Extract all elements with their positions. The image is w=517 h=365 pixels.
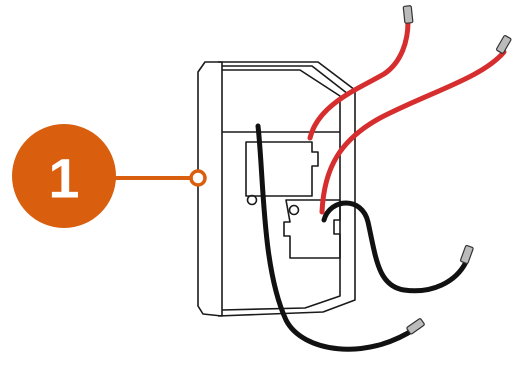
housing-top-ridge [222, 65, 349, 95]
callout-number: 1 [48, 147, 79, 210]
callout-anchor-dot [189, 169, 207, 187]
black-wire-1-tip [406, 318, 425, 335]
red-wire-2 [319, 49, 507, 215]
housing-top-edge [221, 69, 341, 311]
black-wire-2 [321, 200, 469, 294]
red-wire-1-tip [402, 5, 414, 24]
black-wire-tips [406, 244, 474, 335]
switch-housing [197, 61, 356, 317]
housing-front-face [217, 61, 356, 317]
terminal-screw-lower [288, 204, 300, 216]
black-wire-2-tip [459, 244, 474, 265]
red-wire-1 [307, 19, 411, 141]
red-wires [307, 19, 507, 215]
callout-badge: 1 [12, 124, 116, 228]
red-wire-2-tip [495, 35, 512, 54]
terminal-plate-lower [283, 199, 341, 259]
black-wire-1 [255, 123, 419, 352]
red-wire-tips [402, 5, 512, 54]
callout-badge-circle [12, 124, 116, 228]
terminal-screw-upper [246, 194, 258, 206]
black-wires [255, 123, 469, 352]
terminal-plate-upper [245, 141, 319, 197]
housing-side-panel [197, 61, 223, 317]
